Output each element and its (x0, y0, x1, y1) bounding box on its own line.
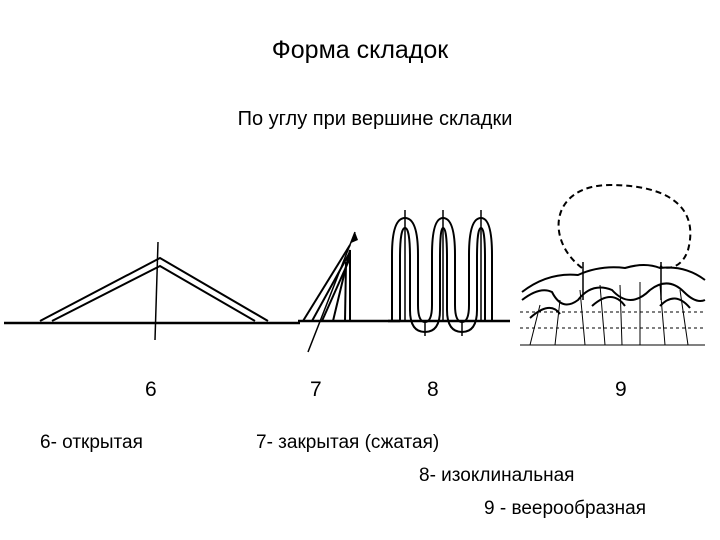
subtitle: По углу при вершине складки (237, 108, 513, 130)
page-title: Форма складок (271, 36, 449, 64)
fold-8-isoclinal (388, 210, 510, 336)
legend-item-8: 8- изоклинальная (419, 465, 575, 486)
fold-number-8: 8 (427, 378, 439, 401)
fold-number-9: 9 (615, 378, 627, 401)
fold-6-open (4, 241, 300, 341)
fold-7-closed (298, 231, 400, 353)
legend-item-9: 9 - веерообразная (484, 498, 647, 519)
legend-item-6: 6- открытая (40, 432, 143, 453)
fold-9-fan (520, 183, 706, 346)
fold-number-6: 6 (145, 378, 157, 401)
legend-item-7: 7- закрытая (сжатая) (256, 432, 440, 453)
fold-number-7: 7 (310, 378, 322, 401)
